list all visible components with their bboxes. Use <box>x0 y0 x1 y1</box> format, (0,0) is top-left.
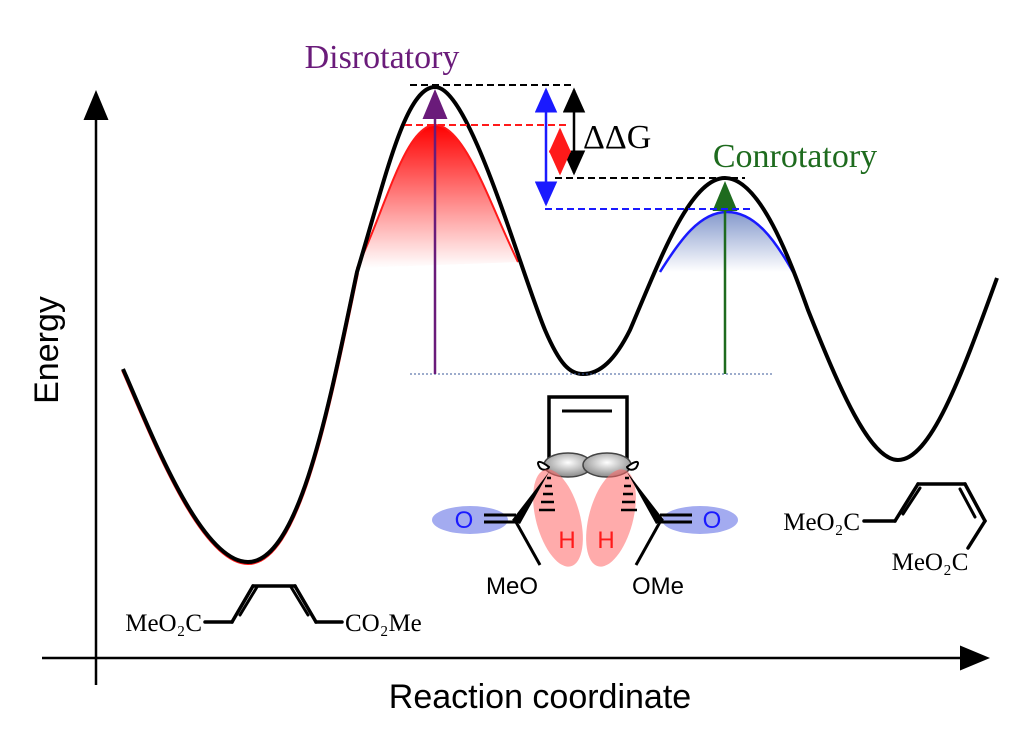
product-bottom-group: MeO₂C <box>892 549 969 576</box>
ddg-label: ΔΔG <box>583 119 651 156</box>
disrotatory-label: Disrotatory <box>305 39 460 76</box>
hydrogen-highlight-right <box>586 469 636 567</box>
energy-curve-shadow <box>121 272 359 566</box>
intermediate-right-o: O <box>703 507 722 534</box>
reactant-left-group: MeO₂C <box>125 610 202 637</box>
product-structure <box>862 482 987 550</box>
reactant-right-group: CO₂Me <box>345 610 422 637</box>
energy-profile-curve <box>121 84 999 565</box>
transition-state-structure <box>432 395 738 567</box>
carbonyl-highlight-left <box>432 506 508 534</box>
intermediate-right-h: H <box>597 527 614 554</box>
x-axis-label: Reaction coordinate <box>389 678 691 716</box>
product-top-group: MeO₂C <box>783 509 860 536</box>
intermediate-left-h: H <box>558 527 575 554</box>
y-axis-label: Energy <box>28 296 66 404</box>
intermediate-left-o: O <box>455 507 474 534</box>
carbonyl-highlight-right <box>662 506 738 534</box>
intermediate-right-ome: OMe <box>632 573 684 600</box>
intermediate-left-ome: MeO <box>486 573 538 600</box>
reactant-structure <box>203 584 344 624</box>
conrotatory-label: Conrotatory <box>713 138 877 175</box>
disrotatory-lowered-barrier-fill <box>357 125 518 268</box>
conrotatory-lowered-barrier-curve <box>658 210 795 273</box>
